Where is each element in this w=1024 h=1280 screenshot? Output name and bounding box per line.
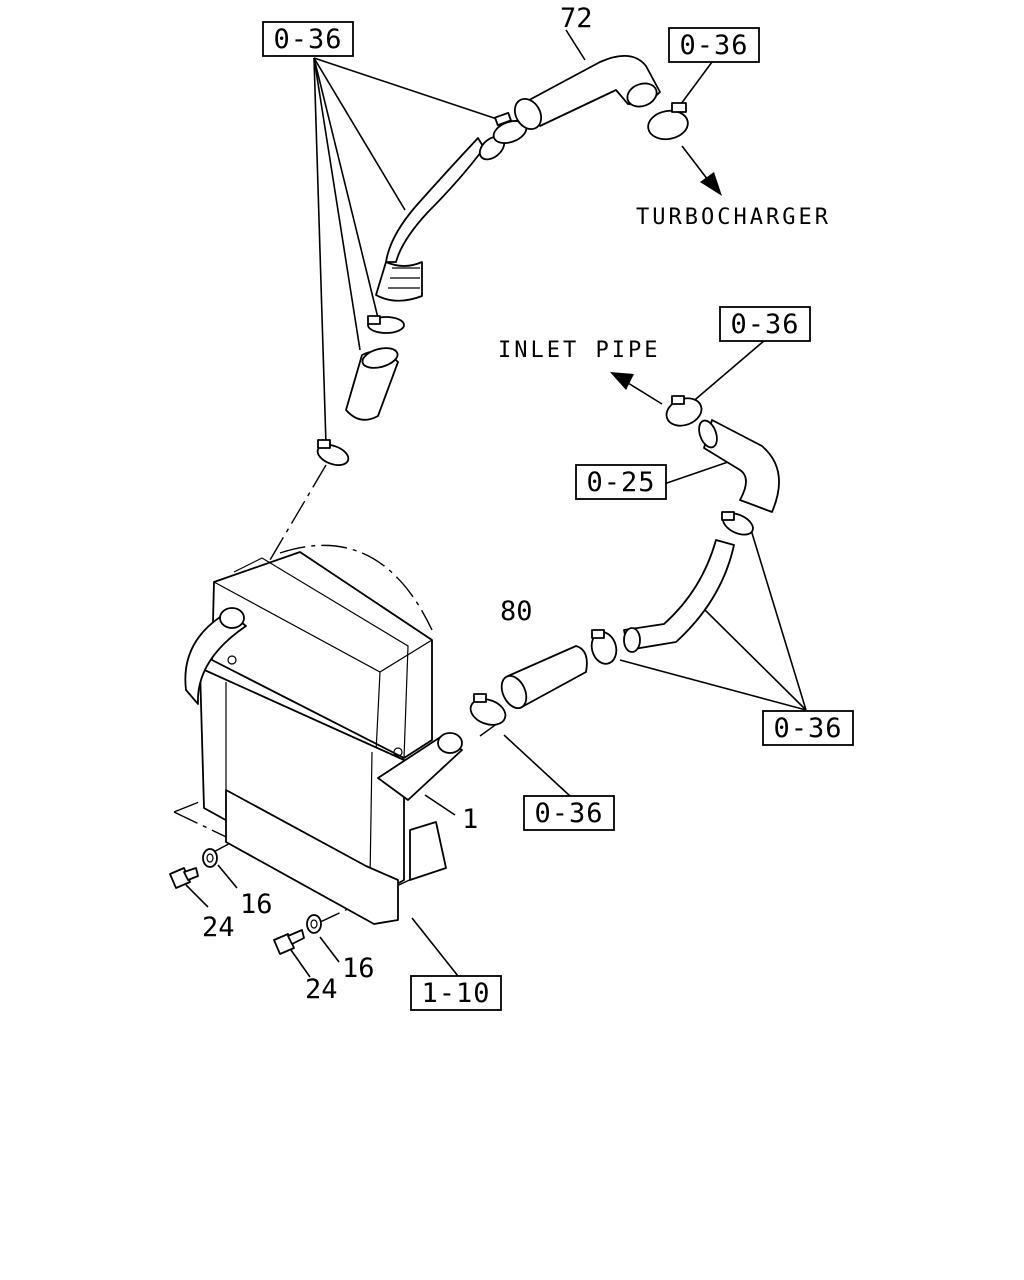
ref-box-center-clamp: 0-36: [523, 795, 615, 831]
ref-label: 0-25: [586, 467, 655, 498]
intercooler: [184, 551, 463, 925]
right-clamps: [590, 511, 754, 665]
inlet-pipe-callout: INLET PIPE: [498, 338, 660, 363]
part-number-72: 72: [560, 3, 593, 34]
part-number-24-b: 24: [305, 974, 338, 1005]
turbo-clamp: [647, 102, 689, 141]
ref-box-hose-elbow: 0-25: [575, 464, 667, 500]
hose-0-25-elbow: [698, 419, 780, 513]
ref-label: 0-36: [273, 24, 342, 55]
part-number-80: 80: [500, 596, 533, 627]
ref-box-top-left: 0-36: [262, 21, 354, 57]
washer-16-b: [306, 914, 322, 934]
part-number-1: 1: [462, 804, 478, 835]
part-number-24-a: 24: [202, 912, 235, 943]
right-metal-pipe: [623, 539, 735, 653]
ref-label: 0-36: [534, 798, 603, 829]
upper-clamps: [316, 111, 528, 466]
inlet-clamp: [665, 395, 703, 427]
ref-label: 0-36: [730, 309, 799, 340]
center-clamp: [469, 693, 507, 726]
ref-box-intercooler-mount: 1-10: [410, 975, 502, 1011]
ref-label: 1-10: [421, 978, 490, 1009]
turbocharger-callout: TURBOCHARGER: [636, 205, 831, 230]
part-80-hose: [500, 645, 588, 709]
bolt-24-b: [273, 929, 305, 955]
ref-box-right-clamps: 0-36: [762, 710, 854, 746]
bolt-24-a: [169, 867, 199, 889]
part-72-elbow: [513, 55, 661, 130]
washer-16-a: [202, 848, 218, 868]
part-number-16-b: 16: [342, 953, 375, 984]
upper-short-hose: [345, 347, 399, 421]
ref-box-turbo-clamp: 0-36: [668, 27, 760, 63]
part-number-16-a: 16: [240, 889, 273, 920]
ref-label: 0-36: [773, 713, 842, 744]
upper-air-pipe: [375, 135, 506, 302]
ref-box-inlet-clamp: 0-36: [719, 306, 811, 342]
ref-label: 0-36: [679, 30, 748, 61]
leader-lines: [185, 29, 807, 978]
